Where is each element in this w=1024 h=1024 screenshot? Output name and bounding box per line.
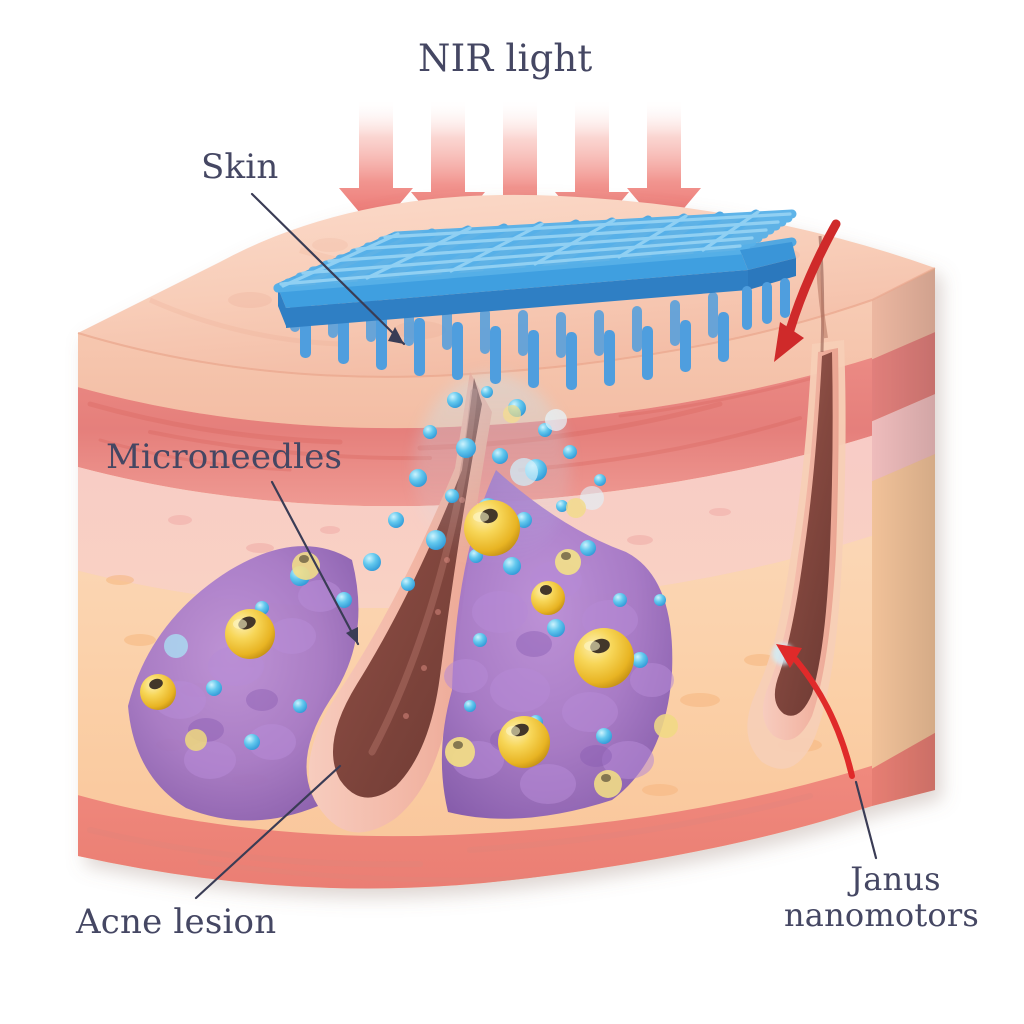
label-microneedles: Microneedles	[106, 437, 343, 477]
leader-line-janus	[854, 780, 878, 860]
label-janus-nanomotors: Janus nanomotors	[784, 860, 979, 934]
janus-nanomotor	[445, 737, 475, 767]
leader-line-microneedles	[270, 480, 360, 646]
janus-nanomotor	[531, 581, 565, 615]
label-janus-line2: nanomotors	[784, 895, 980, 934]
janus-nanomotor	[185, 729, 207, 751]
janus-nanomotor	[464, 500, 520, 556]
patch-lattice	[273, 209, 797, 293]
janus-nanomotor	[654, 714, 678, 738]
label-skin: Skin	[201, 147, 279, 187]
label-acne-lesion: Acne lesion	[76, 902, 277, 942]
janus-nanomotor	[140, 674, 176, 710]
janus-nanomotor	[498, 716, 550, 768]
janus-nanomotor	[566, 498, 586, 518]
nir-arrow	[339, 100, 413, 232]
janus-nanomotor	[594, 770, 622, 798]
leader-lines	[194, 192, 878, 900]
nir-arrow	[627, 100, 701, 232]
janus-nanomotor	[225, 609, 275, 659]
janus-nanomotor	[555, 549, 581, 575]
leader-line-skin	[250, 192, 406, 346]
janus-nanomotor	[574, 628, 634, 688]
follicle-lumen	[332, 378, 482, 798]
red-pointer-arrow-top	[774, 219, 841, 362]
label-janus-line1: Janus	[850, 860, 941, 898]
label-nir-light: NIR light	[418, 37, 593, 80]
leader-line-acne	[194, 764, 342, 900]
red-pointer-arrow-follicle	[776, 644, 855, 779]
janus-nanomotor-group	[140, 405, 678, 798]
janus-nanomotor	[503, 405, 521, 423]
microneedle-patch	[273, 209, 797, 390]
skin-right-face	[872, 268, 935, 806]
